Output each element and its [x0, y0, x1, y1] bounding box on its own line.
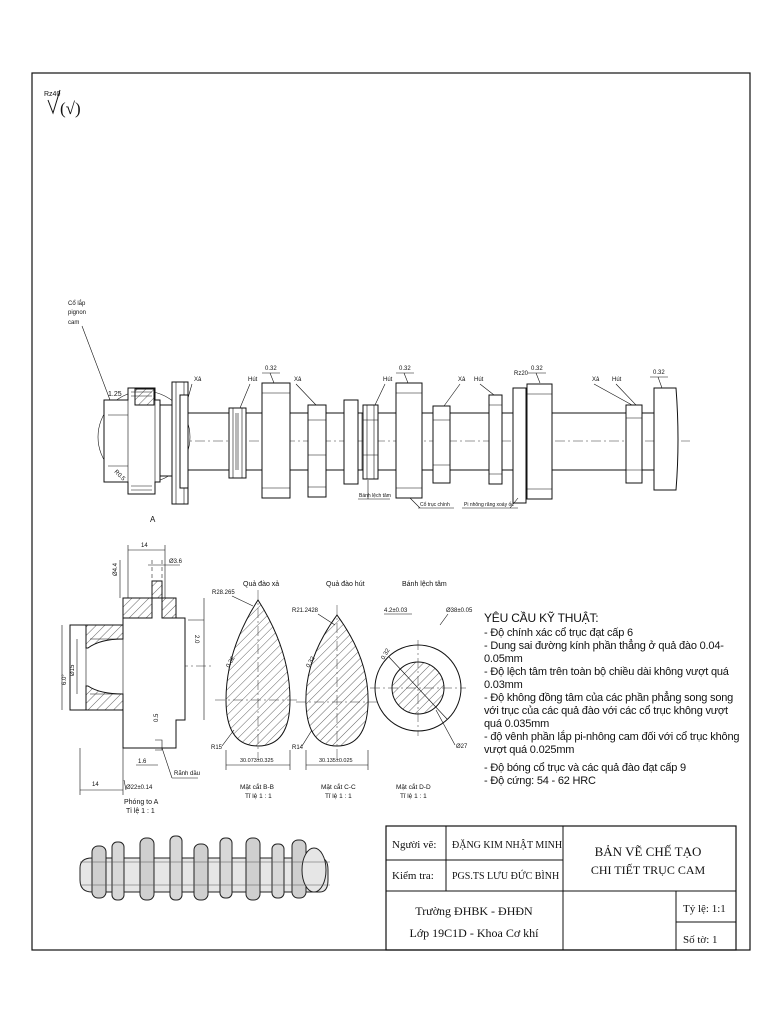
svg-text:Hút: Hút: [383, 377, 393, 383]
requirement-item: - Độ lệch tâm trên toàn bộ chiều dài khô…: [484, 666, 729, 691]
svg-text:R21.2428: R21.2428: [292, 608, 319, 614]
svg-text:0.32: 0.32: [306, 655, 317, 669]
dim-1-25: 1.25: [108, 391, 122, 398]
svg-text:Mặt cắt B-B: Mặt cắt B-B: [240, 782, 274, 791]
svg-text:Xả: Xả: [458, 377, 466, 383]
drawing-title-line1: BẢN VẼ CHẾ TẠO: [595, 844, 702, 859]
drawn-by-label: Người vẽ:: [392, 839, 436, 851]
svg-text:Hút: Hút: [612, 377, 622, 383]
svg-text:0.32: 0.32: [653, 370, 665, 376]
checked-by-label: Kiểm tra:: [392, 870, 434, 882]
svg-text:Ø4.4: Ø4.4: [113, 562, 119, 576]
svg-text:R14: R14: [292, 745, 304, 751]
svg-text:30.073±0.325: 30.073±0.325: [240, 758, 274, 764]
svg-text:0.32: 0.32: [531, 366, 543, 372]
requirement-item: - Độ không đồng tâm của các phần phẳng s…: [484, 692, 734, 730]
scale-cell: Tỷ lệ: 1:1: [683, 903, 726, 915]
drawn-by-name: ĐẶNG KIM NHẬT MINH: [452, 839, 562, 851]
eccentric-label: Bánh lệch tâm: [359, 493, 391, 499]
pin-label: Pi nhông răng xoáy ốc: [464, 502, 514, 508]
detail-a-caption: Phóng to A: [124, 799, 159, 806]
svg-text:Bánh lệch tâm: Bánh lệch tâm: [402, 581, 447, 588]
svg-text:Quả đào xả: Quả đào xả: [243, 581, 279, 588]
svg-text:0.32: 0.32: [265, 366, 277, 372]
title-block: Người vẽ: ĐẶNG KIM NHẬT MINH Kiểm tra: P…: [385, 825, 737, 951]
technical-requirements: YÊU CẦU KỸ THUẬT: - Độ chính xác cổ trục…: [484, 612, 746, 788]
svg-text:Ø22±0.14: Ø22±0.14: [126, 785, 153, 791]
svg-text:0.32: 0.32: [381, 647, 392, 661]
svg-text:4.2±0.03: 4.2±0.03: [384, 608, 408, 614]
svg-text:Ø27: Ø27: [456, 744, 468, 750]
svg-text:1.6: 1.6: [138, 759, 147, 765]
checked-by-name: PGS.TS LƯU ĐỨC BÌNH: [452, 870, 559, 882]
svg-text:Hút: Hút: [248, 377, 258, 383]
svg-text:Tỉ lệ 1 : 1: Tỉ lệ 1 : 1: [245, 792, 272, 800]
svg-text:R28.265: R28.265: [212, 590, 235, 596]
oil-groove-label: Rãnh dầu: [174, 771, 200, 777]
requirement-item: - Độ chính xác cổ trục đạt cấp 6: [484, 627, 633, 639]
svg-text:14: 14: [92, 782, 99, 788]
camshaft-3d-preview: [79, 835, 330, 901]
section-dd: Bánh lệch tâm 4.2±0.03 Ø38±0.05 0.32 Ø27…: [370, 581, 473, 800]
svg-text:Tỉ lệ 1 : 1: Tỉ lệ 1 : 1: [325, 792, 352, 800]
svg-text:0.5: 0.5: [154, 713, 160, 722]
svg-text:Xả: Xả: [194, 377, 202, 383]
section-bb: Quả đào xả R28.265 R15 0.32 30.073±0.325…: [211, 581, 300, 800]
svg-text:Cổ lắp: Cổ lắp: [68, 300, 86, 307]
detail-a-view: 14 Ø3.6 Ø4.4 6.0° Ø15 2.0 0.5 1.6 Rãnh d…: [61, 543, 212, 815]
svg-text:Ø15: Ø15: [70, 664, 76, 676]
shaft-annotations: Xả Hút 0.32 Xả Hút 0.32 Xả Hút Rz20 0.32…: [187, 366, 668, 409]
svg-text:Ø38±0.05: Ø38±0.05: [446, 608, 473, 614]
section-cc: Quả đào hút R21.2428 R14 0.32 30.135±0.0…: [292, 581, 378, 800]
roughness-symbol: Rz40 (√): [44, 89, 81, 118]
svg-text:Hút: Hút: [474, 377, 484, 383]
requirements-title: YÊU CẦU KỸ THUẬT:: [484, 611, 599, 625]
roughness-value: Rz40: [44, 91, 60, 98]
requirement-item: - Độ cứng: 54 - 62 HRC: [484, 775, 596, 787]
school-line2: Lớp 19C1D - Khoa Cơ khí: [409, 926, 539, 940]
camshaft-elevation: Cổ lắp pignon cam 1.25 R0.5 A Xả Hút 0.3…: [68, 300, 690, 524]
sheet-cell: Số tờ: 1: [683, 934, 718, 946]
svg-text:cam: cam: [68, 320, 79, 326]
svg-text:0.32: 0.32: [399, 366, 411, 372]
svg-text:Xả: Xả: [592, 377, 600, 383]
svg-text:6.0°: 6.0°: [62, 674, 68, 685]
section-a-label: A: [150, 515, 156, 524]
drawing-title-line2: CHI TIẾT TRỤC CAM: [591, 862, 706, 877]
svg-text:Mặt cắt C-C: Mặt cắt C-C: [321, 782, 356, 791]
svg-text:Ø3.6: Ø3.6: [169, 559, 183, 565]
requirement-item: - Dung sai đường kính phần thẳng ở quả đ…: [484, 640, 724, 665]
svg-text:R15: R15: [211, 745, 223, 751]
roughness-paren: (√): [60, 99, 81, 118]
svg-text:Tỉ lệ 1 : 1: Tỉ lệ 1 : 1: [400, 792, 427, 800]
school-line1: Trường ĐHBK - ĐHĐN: [415, 904, 533, 918]
pinion-seat-label: Cổ lắp pignon cam: [68, 300, 111, 401]
main-journal-label: Cổ trục chính: [420, 501, 450, 508]
requirement-item: - độ vênh phần lắp pi-nhông cam đối với …: [484, 731, 740, 756]
svg-text:Quả đào hút: Quả đào hút: [326, 581, 365, 588]
svg-text:0.32: 0.32: [226, 655, 237, 669]
roughness-rz20: Rz20: [514, 371, 529, 377]
detail-a-scale: Tỉ lệ 1 : 1: [126, 807, 155, 815]
drawing-frame: [31, 72, 751, 951]
svg-text:14: 14: [141, 543, 148, 549]
svg-text:Xả: Xả: [294, 377, 302, 383]
svg-text:30.135±0.025: 30.135±0.025: [319, 758, 353, 764]
requirement-item: - Độ bóng cổ trục và các quả đào đạt cấp…: [484, 762, 686, 774]
svg-text:Mặt cắt D-D: Mặt cắt D-D: [396, 782, 431, 791]
svg-text:pignon: pignon: [68, 310, 86, 316]
svg-text:2.0: 2.0: [193, 635, 199, 644]
